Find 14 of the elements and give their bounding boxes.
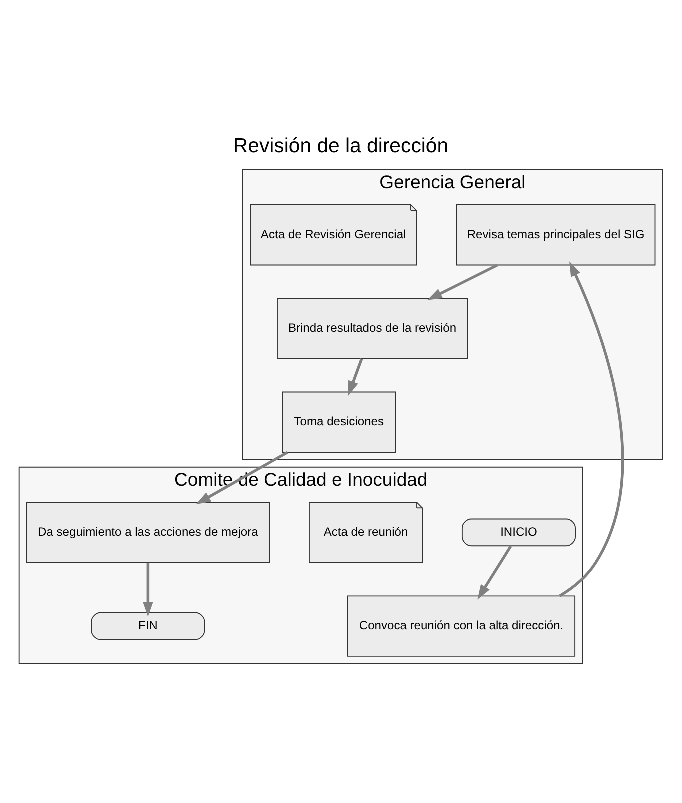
node-box: FIN bbox=[91, 612, 206, 640]
arrow bbox=[427, 264, 498, 300]
arrow bbox=[478, 545, 512, 600]
arrow bbox=[559, 261, 624, 597]
arrow bbox=[142, 562, 154, 616]
arrow bbox=[348, 358, 364, 396]
node-box: Da seguimiento a las acciones de mejora bbox=[26, 502, 270, 563]
node-box: Revisa temas principales del SIG bbox=[456, 204, 656, 266]
node-box: INICIO bbox=[462, 518, 576, 546]
node-box: Brinda resultados de la revisión bbox=[277, 298, 468, 359]
arrow bbox=[196, 450, 288, 504]
node-box: Convoca reunión con la alta dirección. bbox=[347, 595, 576, 656]
diagram-title: Revisión de la dirección bbox=[233, 135, 449, 158]
node-box: Toma desiciones bbox=[282, 391, 396, 452]
